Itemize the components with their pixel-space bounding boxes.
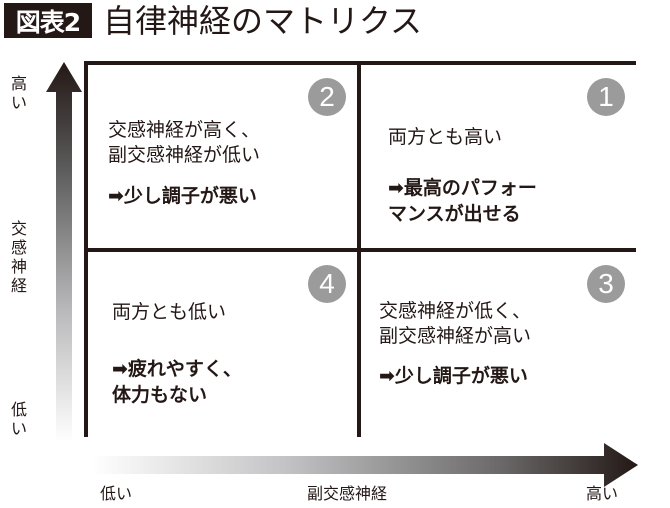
figure-badge: 図表2 <box>4 3 92 38</box>
quadrant-result: ➡少し調子が悪い <box>379 365 528 387</box>
matrix-grid: 2 交感神経が高く、 副交感神経が低い ➡少し調子が悪い 1 両方とも高い ➡最… <box>84 61 636 437</box>
horizontal-axis-arrow-icon <box>92 443 638 487</box>
quadrant-condition: 交感神経が高く、 副交感神経が低い <box>108 119 261 166</box>
x-axis-low-label: 低い <box>100 484 133 503</box>
quadrant-number-badge: 1 <box>587 78 625 116</box>
quadrant-result: ➡少し調子が悪い <box>108 185 257 207</box>
y-axis-high-label: 高い <box>10 74 27 112</box>
quadrant-result: ➡最高のパフォー マンスが出せる <box>388 177 537 225</box>
quadrant-number-badge: 3 <box>587 265 625 303</box>
x-axis-title: 副交感神経 <box>307 484 388 503</box>
quadrant-1: 1 両方とも高い ➡最高のパフォー マンスが出せる <box>361 65 636 248</box>
quadrant-4: 4 両方とも低い ➡疲れやすく、 体力もない <box>88 252 357 437</box>
quadrant-result: ➡疲れやすく、 体力もない <box>112 358 242 406</box>
vertical-axis-arrow-icon <box>46 62 82 442</box>
quadrant-condition: 交感神経が低く、 副交感神経が高い <box>379 300 532 347</box>
quadrant-number-badge: 2 <box>308 78 346 116</box>
page-title: 自律神経のマトリクス <box>103 2 423 40</box>
x-axis-high-label: 高い <box>586 484 619 503</box>
quadrant-condition: 両方とも低い <box>112 301 227 323</box>
quadrant-2: 2 交感神経が高く、 副交感神経が低い ➡少し調子が悪い <box>88 65 357 248</box>
y-axis-low-label: 低い <box>10 400 27 438</box>
quadrant-3: 3 交感神経が低く、 副交感神経が高い ➡少し調子が悪い <box>361 252 636 437</box>
y-axis-title: 交感神経 <box>10 219 27 295</box>
quadrant-number-badge: 4 <box>308 265 346 303</box>
quadrant-condition: 両方とも高い <box>388 126 503 148</box>
